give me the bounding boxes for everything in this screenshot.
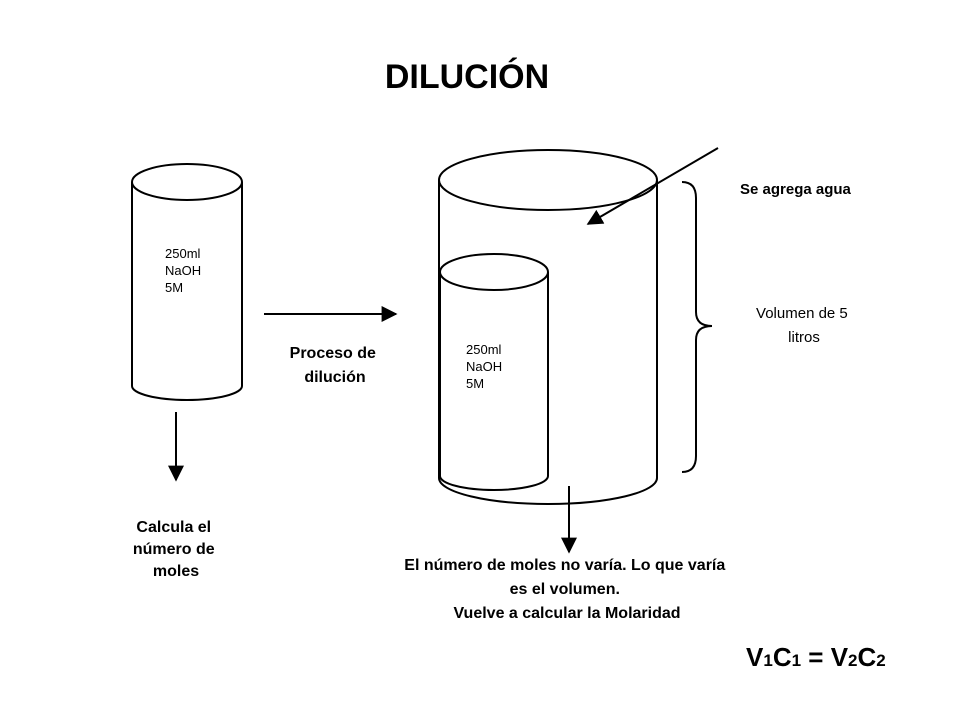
inner-beaker-label: 250ml NaOH 5M: [466, 342, 506, 391]
calc-moles-label: Calcula el número de moles: [133, 519, 219, 580]
page-title: DILUCIÓN: [385, 58, 549, 96]
volume-brace: [681, 181, 713, 473]
conclusion-text: El número de moles no varía. Lo que varí…: [404, 557, 729, 622]
arrow-water: [586, 147, 719, 225]
small-beaker-label: 250ml NaOH 5M: [165, 246, 205, 295]
inner-beaker-body: [439, 272, 549, 491]
small-beaker-top: [131, 163, 243, 201]
large-container-top: [438, 149, 658, 211]
large-container: [438, 149, 658, 505]
small-beaker: 250ml NaOH 5M: [131, 163, 243, 401]
small-beaker-body: [131, 182, 243, 401]
volume-label: Volumen de 5 litros: [756, 305, 852, 346]
large-container-body: [438, 180, 658, 505]
water-label: Se agrega agua: [740, 181, 852, 198]
process-label: Proceso de dilución: [290, 345, 381, 386]
dilution-formula: V1C1 = V2C2: [746, 642, 886, 672]
inner-beaker-top: [439, 253, 549, 291]
inner-beaker: 250ml NaOH 5M: [439, 253, 549, 491]
